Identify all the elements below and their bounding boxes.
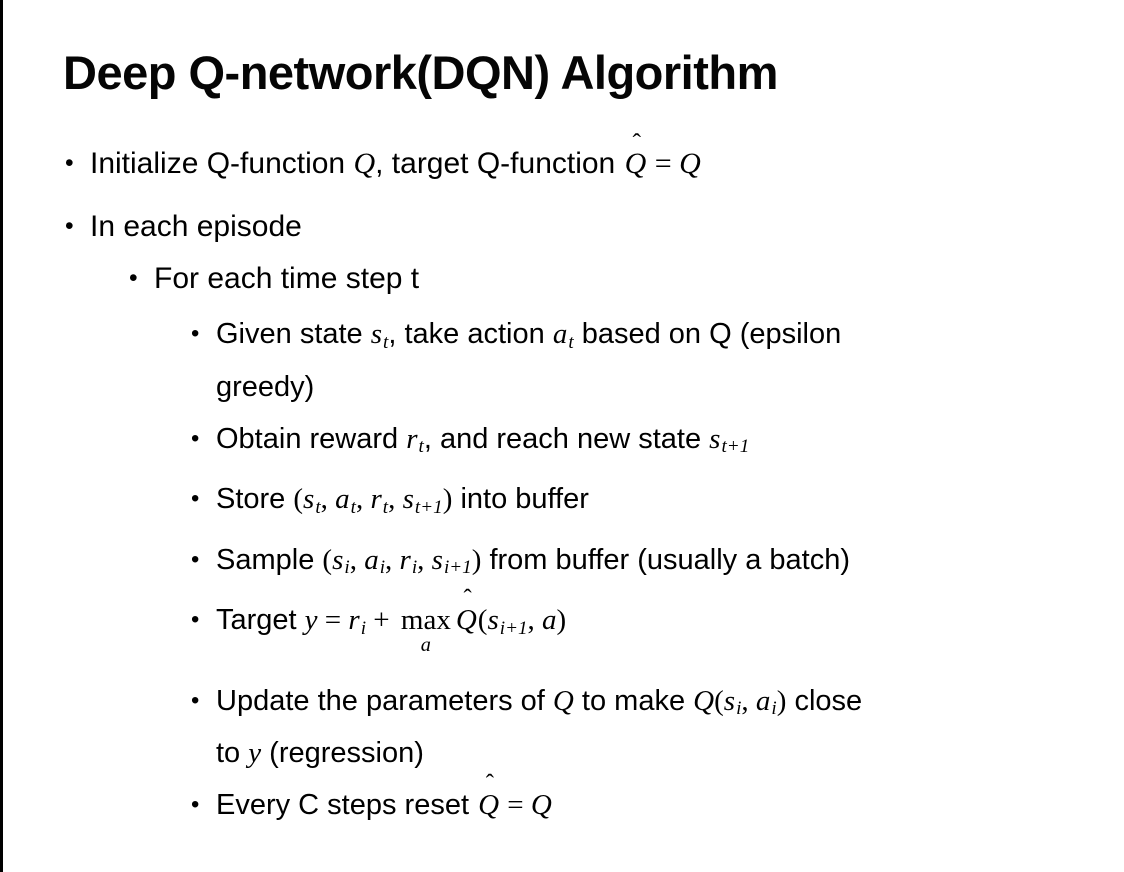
bullet-item: •Given state st, take action at based on… — [191, 312, 1104, 409]
bullet-marker: • — [191, 545, 200, 573]
bullet-text: Update the parameters of Q to make Q(si,… — [216, 684, 863, 770]
subscripted-variable: st+1 — [709, 422, 750, 458]
bullet-text: For each time step t — [154, 262, 420, 296]
subscripted-variable: si — [723, 684, 742, 720]
bullet-list: • Initialize Q-function Q, target Q-funct… — [3, 128, 1104, 827]
bullet-item: • Store (st, at, rt, st+1) into buffer — [191, 477, 1104, 530]
bullet-marker: • — [65, 213, 74, 241]
bullet-marker: • — [129, 265, 138, 293]
subscripted-variable: at — [552, 318, 574, 353]
bullet-marker: • — [65, 150, 74, 178]
subscripted-variable: rt — [370, 483, 389, 518]
subscripted-variable: ai — [755, 684, 777, 720]
subscripted-variable: ri — [348, 604, 367, 639]
bullet-item: • Initialize Q-function Q, target Q-funct… — [65, 128, 1104, 186]
subscripted-variable: rt — [406, 422, 424, 458]
bullet-marker: • — [191, 485, 200, 513]
subscripted-variable: st+1 — [402, 483, 443, 518]
bullet-item: • For each time step t — [129, 257, 1104, 301]
subscripted-variable: st — [303, 483, 321, 518]
bullet-item: • Update the parameters of Q to make Q(si… — [191, 679, 1104, 776]
subscripted-variable: si — [332, 543, 350, 579]
bullet-marker: • — [191, 320, 200, 348]
bullet-text: Store (st, at, rt, st+1) into buffer — [216, 483, 589, 518]
subscripted-variable: ri — [399, 543, 418, 579]
subscripted-variable: si+1 — [487, 604, 528, 639]
subscripted-variable: ai — [364, 543, 386, 579]
bullet-marker: • — [191, 686, 200, 714]
hat-icon: ˆ — [463, 585, 472, 613]
bullet-item: • In each episode — [65, 205, 1104, 249]
bullet-item: • Obtain reward rt, and reach new state s… — [191, 417, 1104, 470]
bullet-text: Initialize Q-function Q, target Q-functi… — [90, 128, 1104, 186]
bullet-marker: • — [191, 424, 200, 452]
subscripted-variable: st — [370, 318, 389, 353]
subscripted-variable: si+1 — [431, 543, 472, 579]
bullet-text: In each episode — [90, 210, 302, 244]
bullet-text: Sample (si, ai, ri, si+1) from buffer (u… — [216, 543, 850, 579]
bullet-text: Given state st, take action at based on … — [216, 318, 842, 403]
bullet-marker: • — [191, 791, 200, 819]
bullet-item: • Sample (si, ai, ri, si+1) from buffer (… — [191, 538, 1104, 591]
slide-title: Deep Q-network(DQN) Algorithm — [63, 46, 778, 99]
bullet-text: Obtain reward rt, and reach new state st… — [216, 422, 750, 458]
bullet-marker: • — [191, 606, 200, 634]
hat-icon: ˆ — [485, 769, 494, 797]
subscripted-variable: at — [335, 483, 356, 518]
hat-icon: ˆ — [632, 128, 641, 158]
